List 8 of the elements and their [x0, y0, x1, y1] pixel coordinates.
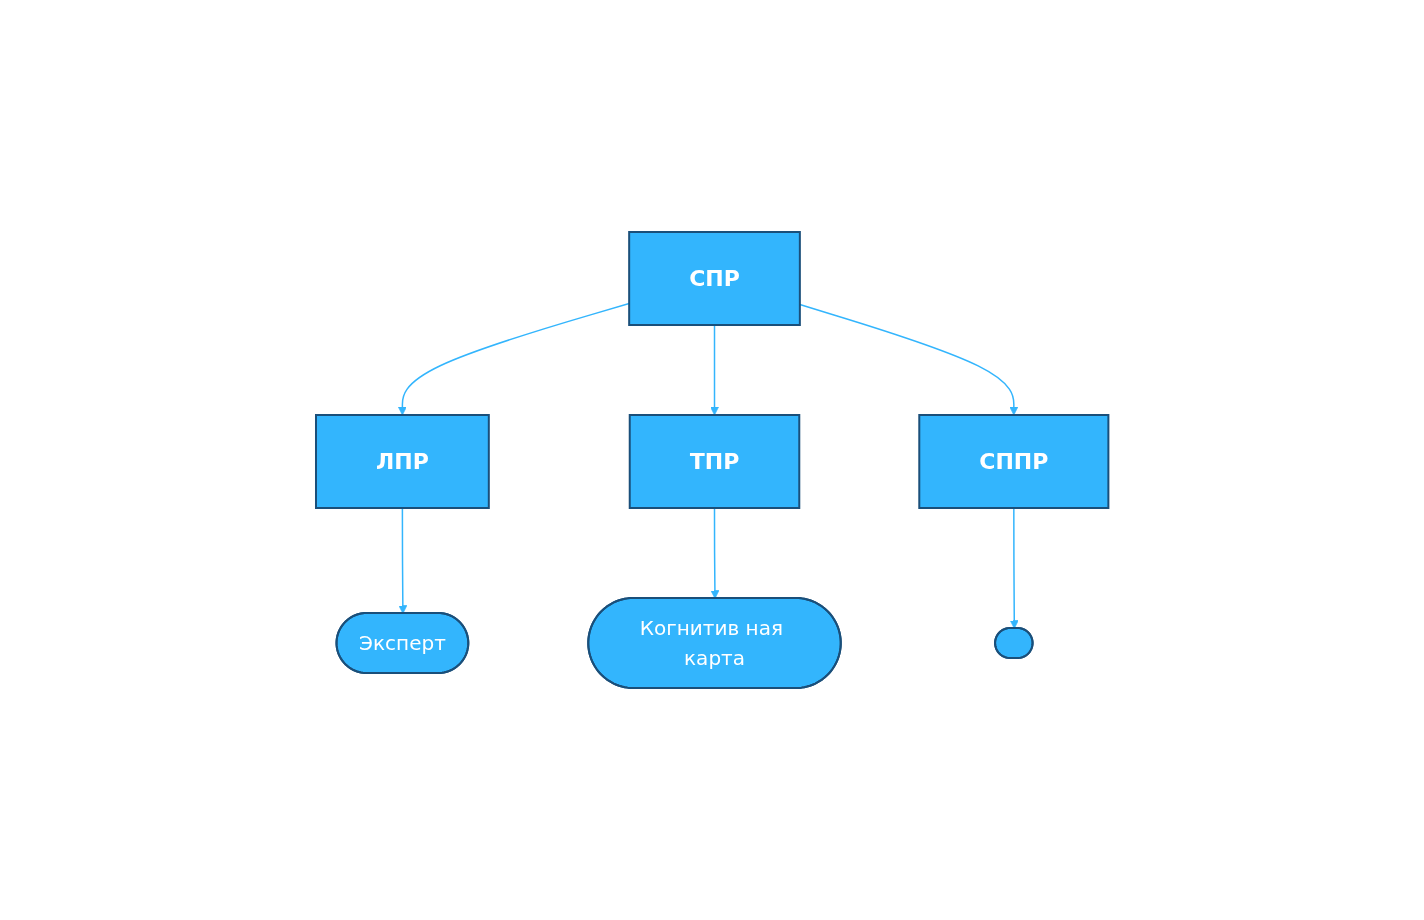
- node-box: СПР: [628, 231, 801, 326]
- node-box: ТПР: [628, 414, 801, 509]
- node-box: ЛПР: [314, 414, 490, 509]
- arrow: [398, 507, 408, 614]
- node-box: СППР: [918, 414, 1110, 509]
- arrow: [710, 507, 720, 599]
- arrow: [1009, 507, 1019, 629]
- arrow: [709, 324, 719, 416]
